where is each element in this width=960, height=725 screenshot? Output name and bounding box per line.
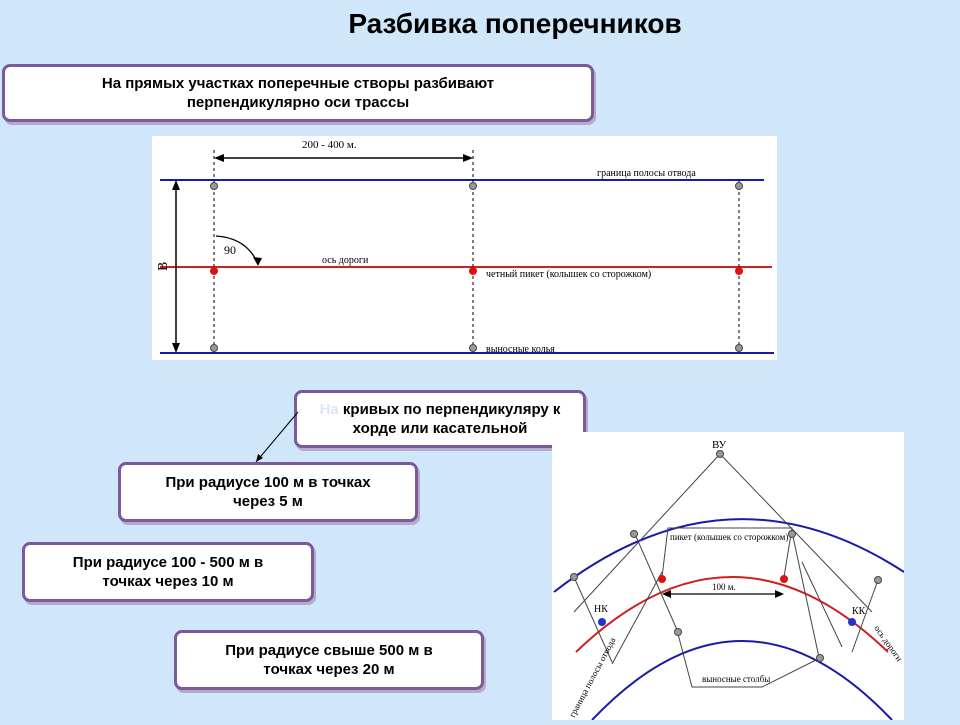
vertex-label: ВУ — [712, 439, 726, 451]
spacing-arrow-head-left — [214, 154, 224, 162]
callout-radius-100-text: При радиусе 100 м в точках через 5 м — [165, 474, 371, 510]
callout-straight-sections: На прямых участках поперечные створы раз… — [2, 64, 594, 122]
callout-curves-prefix: На — [319, 401, 339, 418]
curve-end-label: КК — [852, 606, 866, 617]
radial-line — [611, 571, 663, 665]
inner-boundary-curve — [591, 640, 893, 721]
curve-diagram-svg: пикет (колышек со сторожком) 100 м. выно… — [553, 439, 905, 721]
straight-section-diagram: В 200 - 400 м. 90 граница полосы отвода … — [152, 136, 777, 360]
callout-radius-100-500: При радиусе 100 - 500 м в точках через 1… — [22, 542, 314, 602]
curve-section-diagram: пикет (колышек со сторожком) 100 м. выно… — [552, 432, 905, 721]
stake-marker — [735, 182, 743, 190]
picket-marker — [469, 267, 477, 275]
pointer-arrow-head — [256, 454, 263, 462]
picket-marker — [210, 267, 218, 275]
radial-line — [791, 531, 821, 663]
callout-curves: На кривых по перпендикуляру к хорде или … — [294, 390, 586, 448]
road-axis-curve — [575, 576, 889, 653]
boundary-label: граница полосы отвода — [567, 636, 618, 719]
callout-curves-text-wrap: На кривых по перпендикуляру к хорде или … — [309, 400, 571, 438]
tangent-right — [719, 453, 873, 613]
radial-line — [801, 561, 843, 648]
tangent-left — [573, 453, 721, 613]
radial-line — [573, 576, 613, 663]
spacing-arrow-head-right — [463, 154, 473, 162]
right-angle-arrow-head — [253, 257, 262, 266]
straight-diagram-svg: В 200 - 400 м. 90 граница полосы отвода … — [156, 139, 774, 355]
vertex-marker — [716, 450, 724, 458]
curve-start-label: НК — [594, 604, 608, 615]
picket-callout-outline — [661, 527, 793, 578]
callout-curves-text: кривых по перпендикуляру к хорде или кас… — [338, 401, 561, 437]
stake-marker — [874, 576, 882, 584]
width-arrow-head-bottom — [172, 343, 180, 353]
callout-straight-text: На прямых участках поперечные створы раз… — [101, 75, 495, 111]
stake-marker — [816, 654, 824, 662]
picket-marker — [658, 575, 666, 583]
stake-marker — [630, 530, 638, 538]
callout-radius-100: При радиусе 100 м в точках через 5 м — [118, 462, 418, 522]
radial-line — [851, 579, 879, 653]
curve-start-marker — [598, 618, 606, 626]
stake-marker — [570, 573, 578, 581]
stake-marker — [735, 344, 743, 352]
stake-marker — [210, 182, 218, 190]
stakes-callout-outline — [677, 633, 821, 688]
axis-label: ось дороги — [872, 623, 904, 663]
stake-marker — [469, 344, 477, 352]
stake-marker — [674, 628, 682, 636]
picket-label: пикет (колышек со сторожком) — [670, 532, 788, 542]
stakes-label: выносные столбы — [702, 674, 770, 684]
stake-marker — [788, 530, 796, 538]
stakes-label: выносные колья — [486, 344, 555, 355]
outer-boundary-curve — [553, 518, 905, 593]
axis-label: ось дороги — [322, 255, 369, 266]
width-arrow-head-top — [172, 180, 180, 190]
callout-radius-100-500-text: При радиусе 100 - 500 м в точках через 1… — [72, 554, 264, 590]
callout-radius-500-text: При радиусе свыше 500 м в точках через 2… — [225, 642, 433, 678]
stake-marker — [469, 182, 477, 190]
picket-label: четный пикет (колышек со сторожком) — [486, 269, 651, 280]
angle-label: 90 — [224, 243, 236, 257]
curve-end-marker — [848, 618, 856, 626]
stake-marker — [210, 344, 218, 352]
width-label: В — [156, 262, 171, 271]
pointer-line — [255, 411, 299, 463]
spacing-arrow-head-left — [662, 590, 671, 598]
spacing-label: 100 м. — [712, 582, 736, 592]
callout-radius-500: При радиусе свыше 500 м в точках через 2… — [174, 630, 484, 690]
spacing-label: 200 - 400 м. — [302, 139, 357, 151]
picket-marker — [780, 575, 788, 583]
picket-marker — [735, 267, 743, 275]
spacing-arrow-head-right — [775, 590, 784, 598]
boundary-label: граница полосы отвода — [597, 168, 696, 179]
page-title: Разбивка поперечников — [348, 8, 682, 39]
